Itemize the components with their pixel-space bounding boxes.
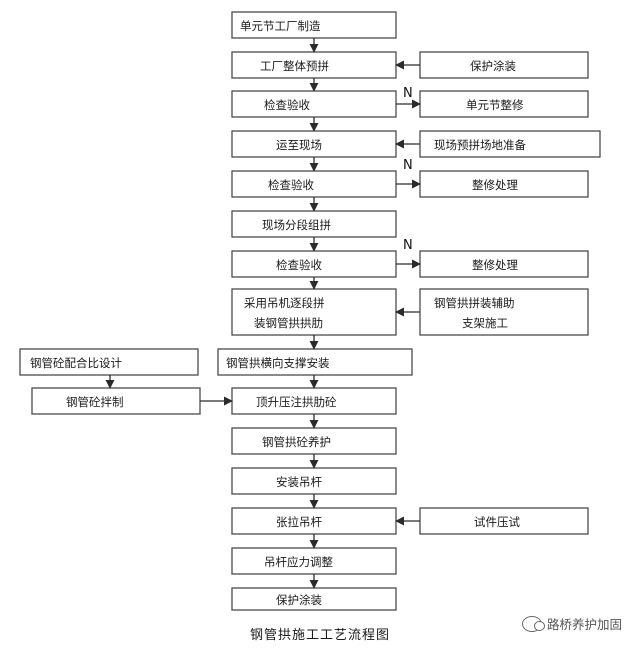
label-site-segment-assembly: 现场分段组拼 (262, 218, 331, 232)
label-factory-manufacture: 单元节工厂制造 (240, 19, 321, 33)
label-side-unit-repair: 单元节整修 (466, 98, 524, 112)
side-support-frame (419, 288, 589, 336)
step-crane-rib-erection (231, 288, 397, 336)
watermark: 路桥养护加固 (521, 614, 622, 633)
label-pump-rib-concrete: 顶升压注拱肋砼 (256, 395, 337, 409)
label-side-protective-coating: 保护涂装 (470, 59, 516, 73)
side-site-preparation (419, 130, 601, 158)
flag-n-3: N (403, 238, 413, 253)
flag-n-2: N (403, 158, 413, 173)
step-factory-preassembly (231, 51, 397, 79)
side-repair-2 (419, 250, 589, 278)
label-inspection-3: 检查验收 (276, 258, 322, 272)
label-tension-hangers: 张拉吊杆 (276, 515, 322, 529)
step-install-hangers (231, 467, 397, 495)
flowchart: 单元节工厂制造 工厂整体预拼 检查验收 运至现场 检查验收 现场分段组拼 检查验… (19, 11, 601, 611)
label-inspection-2: 检查验收 (268, 178, 314, 192)
label-side-specimen-test: 试件压试 (474, 515, 520, 529)
watermark-text: 路桥养护加固 (546, 617, 622, 632)
label-crane-rib-erection-2: 装钢管拱拱肋 (254, 316, 323, 330)
label-side-support-frame-2: 支架施工 (462, 316, 508, 330)
label-factory-preassembly: 工厂整体预拼 (260, 59, 329, 73)
step-inspection-1 (231, 90, 397, 118)
label-hanger-stress-adjust: 吊杆应力调整 (264, 555, 333, 569)
step-factory-manufacture (231, 11, 397, 39)
flag-n-1: N (403, 86, 413, 101)
label-side-support-frame-1: 钢管拱拼装辅助 (434, 296, 515, 310)
step-lateral-bracing (217, 348, 413, 376)
label-left-mix-design: 钢管砼配合比设计 (30, 356, 122, 370)
label-lateral-bracing: 钢管拱横向支撑安装 (226, 356, 330, 370)
label-left-concrete-mixing: 钢管砼拌制 (66, 395, 124, 409)
label-protective-coating: 保护涂装 (276, 593, 322, 607)
label-side-repair-2: 整修处理 (472, 258, 518, 272)
label-side-site-preparation: 现场预拼场地准备 (434, 138, 526, 152)
diagram-caption: 钢管拱施工工艺流程图 (249, 628, 390, 643)
label-transport-to-site: 运至现场 (276, 138, 322, 152)
step-inspection-2 (231, 170, 397, 198)
wechat-icon (521, 615, 545, 632)
label-concrete-curing: 钢管拱砼养护 (262, 435, 331, 449)
side-unit-repair (419, 90, 589, 118)
left-concrete-mixing (31, 387, 201, 415)
label-install-hangers: 安装吊杆 (276, 475, 322, 489)
label-inspection-1: 检查验收 (264, 98, 310, 112)
label-side-repair-1: 整修处理 (472, 178, 518, 192)
step-hanger-stress-adjust (231, 547, 397, 575)
label-crane-rib-erection-1: 采用吊机逐段拼 (244, 296, 325, 310)
left-mix-design (19, 348, 199, 376)
step-site-segment-assembly (231, 210, 397, 238)
